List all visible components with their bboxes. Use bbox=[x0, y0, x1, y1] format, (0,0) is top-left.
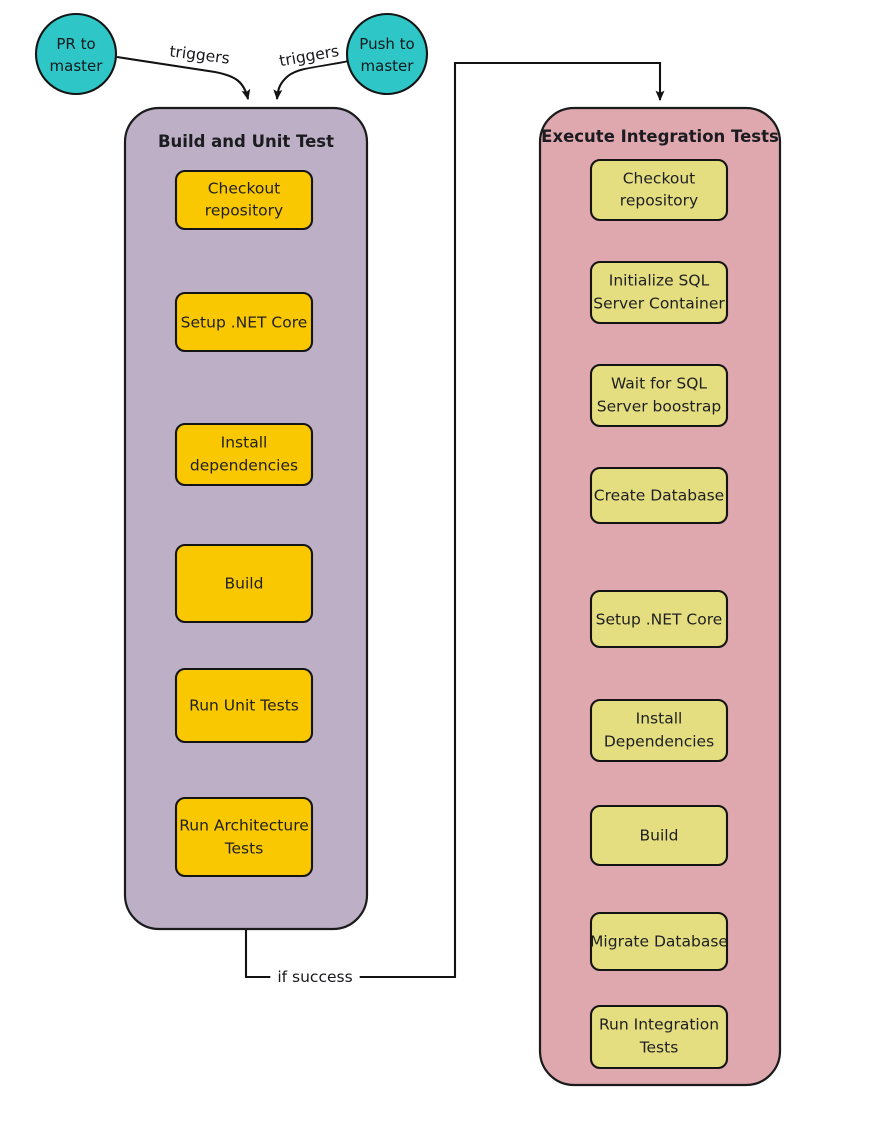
cluster-build-and-unit-test-title: Build and Unit Test bbox=[158, 132, 334, 151]
cluster-execute-integration-tests[interactable]: Execute Integration Tests Checkout repos… bbox=[538, 106, 782, 1087]
edge-label-if-success-mask bbox=[270, 966, 360, 988]
node-right-migrate-database[interactable]: Migrate Database bbox=[589, 911, 729, 972]
node-right-install-dependencies[interactable]: Install Dependencies bbox=[589, 698, 729, 763]
node-left-install-dependencies-line-1: dependencies bbox=[190, 457, 298, 475]
node-right-migrate-database-box bbox=[589, 911, 729, 972]
node-right-initialize-sql-server-container-line-0: Initialize SQL bbox=[609, 272, 710, 290]
node-left-run-unit-tests-box bbox=[174, 667, 314, 744]
node-right-wait-for-sql-server-boostrap[interactable]: Wait for SQL Server boostrap bbox=[589, 363, 729, 428]
node-left-setup-net-core-box bbox=[174, 291, 314, 353]
node-push-to-master[interactable]: Push to master bbox=[345, 12, 429, 96]
node-right-wait-for-sql-server-boostrap-line-1: Server boostrap bbox=[597, 398, 721, 416]
node-right-initialize-sql-server-container[interactable]: Initialize SQL Server Container bbox=[589, 260, 729, 325]
node-left-build-line-0: Build bbox=[225, 575, 264, 593]
node-left-run-architecture-tests-box bbox=[174, 796, 314, 878]
node-right-create-database-box bbox=[589, 466, 729, 525]
node-right-wait-for-sql-server-boostrap-line-0: Wait for SQL bbox=[611, 375, 707, 393]
node-right-checkout-repository[interactable]: Checkout repository bbox=[589, 158, 729, 222]
node-left-build[interactable]: Build bbox=[174, 543, 314, 624]
node-left-install-dependencies-box bbox=[174, 422, 314, 487]
node-left-run-unit-tests[interactable]: Run Unit Tests bbox=[174, 667, 314, 744]
node-left-setup-net-core[interactable]: Setup .NET Core bbox=[174, 291, 314, 353]
node-left-run-architecture-tests[interactable]: Run Architecture Tests bbox=[174, 796, 314, 878]
node-right-install-dependencies-box bbox=[589, 698, 729, 763]
node-left-install-dependencies[interactable]: Install dependencies bbox=[174, 422, 314, 487]
node-right-build-line-0: Build bbox=[640, 827, 679, 845]
node-left-run-unit-tests-line-0: Run Unit Tests bbox=[189, 697, 299, 715]
node-pr-to-master[interactable]: PR to master bbox=[34, 12, 118, 96]
node-push-to-master-circle bbox=[345, 12, 429, 96]
node-left-setup-net-core-line-0: Setup .NET Core bbox=[181, 314, 308, 332]
node-right-wait-for-sql-server-boostrap-box bbox=[589, 363, 729, 428]
node-right-run-integration-tests-line-1: Tests bbox=[639, 1039, 679, 1057]
node-right-install-dependencies-line-1: Dependencies bbox=[604, 733, 714, 751]
node-pr-to-master-line-1: master bbox=[50, 57, 104, 75]
node-right-build[interactable]: Build bbox=[589, 804, 729, 867]
node-right-setup-net-core[interactable]: Setup .NET Core bbox=[589, 589, 729, 649]
node-right-create-database[interactable]: Create Database bbox=[589, 466, 729, 525]
node-right-checkout-repository-box bbox=[589, 158, 729, 222]
node-left-checkout-repository-line-1: repository bbox=[205, 202, 283, 220]
node-right-initialize-sql-server-container-box bbox=[589, 260, 729, 325]
node-push-to-master-line-0: Push to bbox=[359, 35, 414, 53]
node-left-install-dependencies-line-0: Install bbox=[221, 434, 268, 452]
edge-pr-to-build bbox=[116, 55, 251, 101]
node-right-setup-net-core-line-0: Setup .NET Core bbox=[596, 611, 723, 629]
node-right-run-integration-tests-line-0: Run Integration bbox=[599, 1016, 719, 1034]
edge-label-if-success: if success bbox=[277, 968, 352, 986]
node-left-build-box bbox=[174, 543, 314, 624]
node-right-setup-net-core-box bbox=[589, 589, 729, 649]
node-left-run-architecture-tests-line-1: Tests bbox=[224, 840, 264, 858]
node-right-initialize-sql-server-container-line-1: Server Container bbox=[593, 295, 725, 313]
node-left-checkout-repository-box bbox=[174, 169, 314, 231]
edge-push-to-build bbox=[273, 58, 353, 101]
node-right-run-integration-tests[interactable]: Run Integration Tests bbox=[589, 1004, 729, 1070]
cluster-execute-integration-tests-title: Execute Integration Tests bbox=[541, 127, 779, 146]
node-right-checkout-repository-line-1: repository bbox=[620, 192, 698, 210]
node-pr-to-master-line-0: PR to bbox=[56, 35, 95, 53]
node-right-migrate-database-line-0: Migrate Database bbox=[590, 933, 728, 951]
node-right-checkout-repository-line-0: Checkout bbox=[623, 170, 696, 188]
node-left-checkout-repository[interactable]: Checkout repository bbox=[174, 169, 314, 231]
node-right-build-box bbox=[589, 804, 729, 867]
node-push-to-master-line-1: master bbox=[361, 57, 415, 75]
edge-if-success bbox=[244, 61, 665, 979]
edge-label-triggers-pr-mask bbox=[163, 39, 236, 71]
node-left-checkout-repository-line-0: Checkout bbox=[208, 180, 281, 198]
edge-label-triggers-push-mask bbox=[272, 39, 346, 74]
node-right-run-integration-tests-box bbox=[589, 1004, 729, 1070]
cluster-build-and-unit-test[interactable]: Build and Unit Test Checkout repository … bbox=[123, 106, 369, 931]
edge-label-triggers-pr: triggers bbox=[169, 42, 231, 67]
node-right-install-dependencies-line-0: Install bbox=[636, 710, 683, 728]
node-left-run-architecture-tests-line-0: Run Architecture bbox=[179, 817, 309, 835]
node-right-create-database-line-0: Create Database bbox=[594, 487, 724, 505]
node-pr-to-master-circle bbox=[34, 12, 118, 96]
